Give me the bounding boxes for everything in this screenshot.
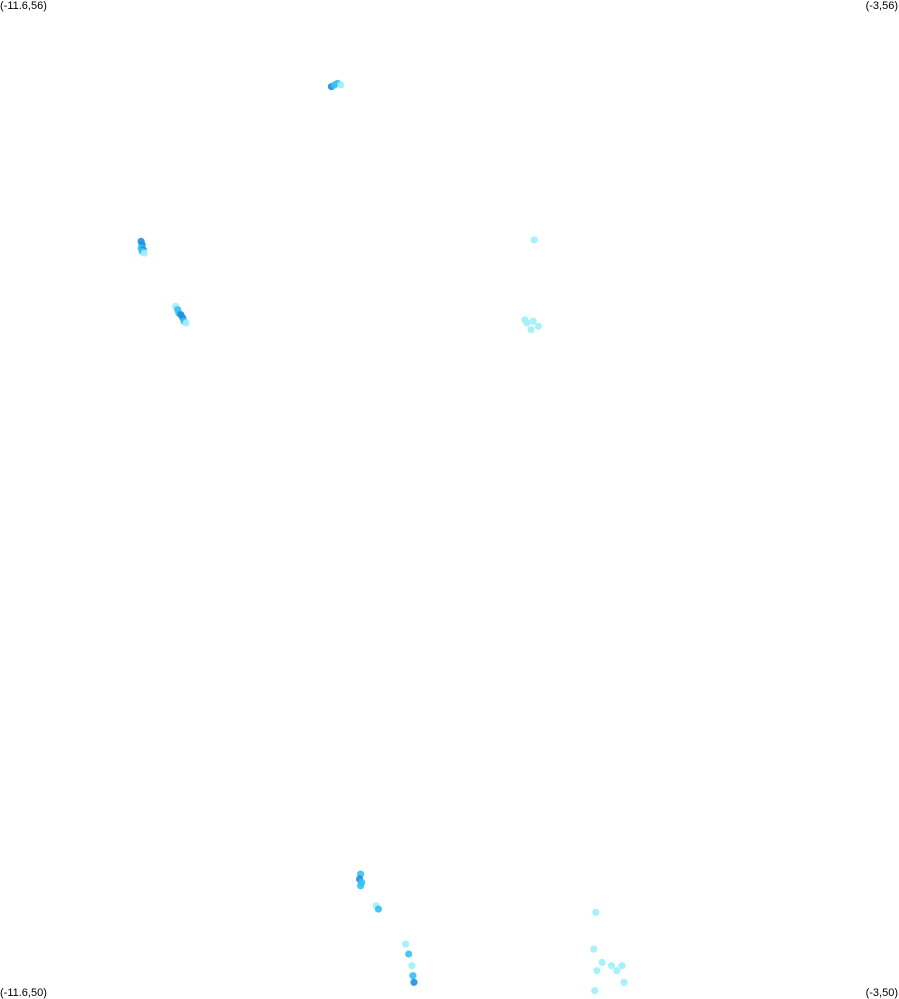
data-point[interactable] (410, 978, 418, 986)
corner-label-bottom-right: (-3,50) (865, 987, 898, 999)
west-coast-cluster (172, 302, 190, 327)
data-point[interactable] (591, 987, 599, 995)
data-point[interactable] (374, 905, 382, 913)
corner-label-top-right: (-3,56) (865, 0, 898, 12)
southeast-offshore-cluster (590, 908, 628, 995)
data-point[interactable] (598, 958, 606, 967)
data-point[interactable] (402, 940, 410, 948)
data-point[interactable] (607, 962, 616, 970)
data-point[interactable] (357, 882, 365, 890)
north-coast-cluster (327, 79, 345, 91)
data-point[interactable] (590, 945, 598, 953)
data-point[interactable] (337, 81, 345, 89)
corner-label-bottom-left: (-11.6,50) (0, 987, 47, 999)
data-point[interactable] (409, 972, 417, 980)
northwest-coast-cluster (137, 237, 148, 257)
corner-label-top-left: (-11.6,56) (0, 0, 47, 12)
data-point[interactable] (529, 317, 537, 325)
data-point[interactable] (593, 967, 601, 975)
data-point[interactable] (534, 322, 543, 330)
data-point[interactable] (618, 962, 626, 970)
south-coast-cluster (356, 870, 382, 913)
data-point[interactable] (613, 967, 621, 975)
data-point[interactable] (405, 950, 413, 958)
data-point[interactable] (530, 236, 538, 244)
data-point[interactable] (408, 962, 416, 970)
data-point[interactable] (182, 319, 190, 327)
data-point[interactable] (523, 319, 531, 327)
data-point[interactable] (527, 326, 535, 334)
east-inland-cluster (521, 236, 543, 334)
southwest-point-cluster (402, 940, 418, 986)
data-point[interactable] (592, 908, 600, 917)
data-point[interactable] (140, 249, 148, 257)
data-point[interactable] (620, 978, 628, 986)
